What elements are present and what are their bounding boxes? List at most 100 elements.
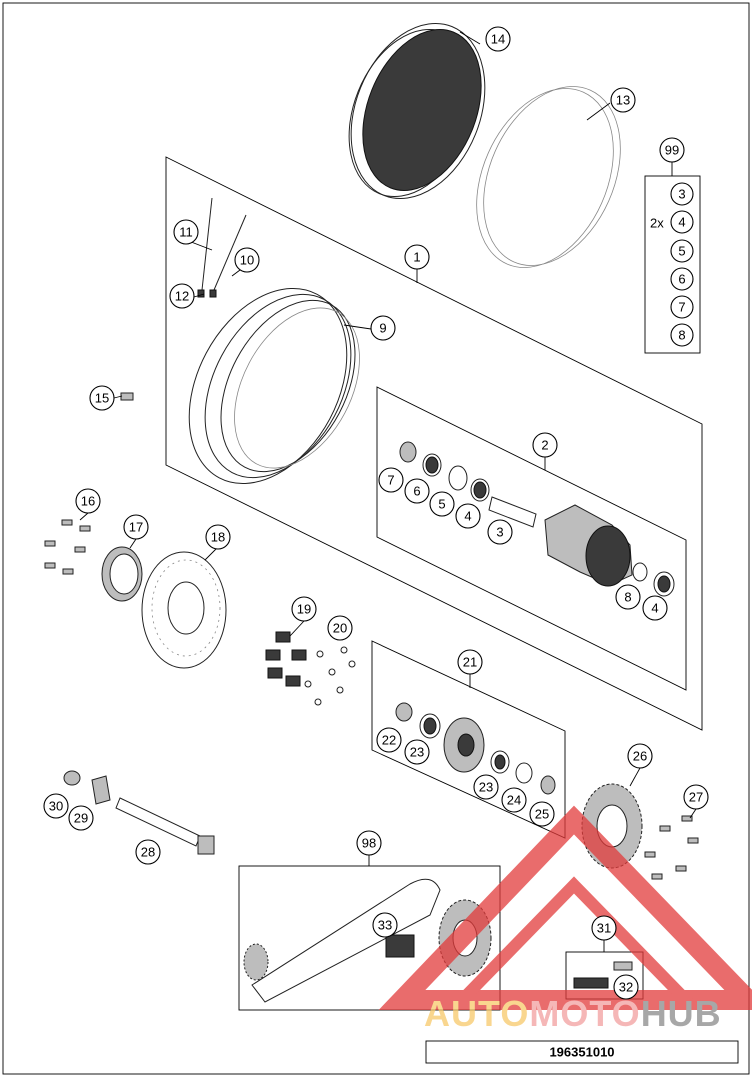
svg-text:7: 7: [387, 473, 394, 488]
svg-text:27: 27: [689, 790, 703, 805]
document-number: 196351010: [549, 1045, 614, 1060]
svg-text:9: 9: [379, 321, 386, 336]
tube-band: [476, 86, 621, 268]
svg-text:24: 24: [507, 793, 521, 808]
svg-text:33: 33: [378, 918, 392, 933]
callout-2: 2: [532, 432, 558, 458]
svg-text:5: 5: [678, 244, 685, 259]
callout-28: 28: [135, 839, 161, 865]
callout-23: 23: [404, 739, 430, 765]
valve-part: [120, 392, 134, 401]
svg-text:6: 6: [413, 484, 420, 499]
svg-text:22: 22: [382, 733, 396, 748]
svg-text:98: 98: [362, 836, 376, 851]
callout-11: 11: [173, 219, 199, 245]
svg-text:2: 2: [541, 438, 548, 453]
callout-4-hub: 4: [642, 595, 668, 621]
svg-text:30: 30: [49, 799, 63, 814]
svg-text:23: 23: [410, 745, 424, 760]
svg-text:17: 17: [129, 520, 143, 535]
svg-text:99: 99: [665, 143, 679, 158]
brake-disc: [141, 551, 227, 669]
disc-bolts: [44, 519, 91, 575]
kit99-item-3: 5: [670, 239, 694, 263]
watermark-logo: AUTOMOTOHUB: [378, 805, 752, 1034]
svg-text:18: 18: [211, 530, 225, 545]
svg-text:25: 25: [535, 807, 549, 822]
watermark-text-auto: AUTO: [424, 993, 529, 1034]
callout-18: 18: [205, 524, 231, 550]
callout-labels: 14 13 99 1 11 10 12 9 15 2 7 6 5 4 3 8 4…: [43, 26, 709, 1000]
svg-text:15: 15: [95, 391, 109, 406]
watermark-text-moto: MOTO: [529, 993, 640, 1034]
svg-text:7: 7: [678, 300, 685, 315]
svg-text:10: 10: [240, 253, 254, 268]
svg-text:4: 4: [651, 601, 658, 616]
svg-text:11: 11: [179, 225, 193, 240]
axle-parts: [63, 770, 215, 855]
callout-30: 30: [43, 793, 69, 819]
callout-5: 5: [429, 491, 455, 517]
sprocket-bolts: [644, 815, 699, 880]
callout-1: 1: [404, 244, 430, 270]
hub-nuts: [304, 646, 356, 706]
callout-23-right: 23: [473, 774, 499, 800]
svg-text:26: 26: [633, 749, 647, 764]
svg-text:5: 5: [438, 497, 445, 512]
group-frame-2: [376, 386, 687, 691]
svg-text:12: 12: [175, 289, 189, 304]
document-number-box: [425, 1040, 739, 1064]
callout-12: 12: [169, 283, 195, 309]
callout-15: 15: [89, 385, 115, 411]
kit99-item-6: 8: [670, 323, 694, 347]
callout-27: 27: [683, 784, 709, 810]
callout-25: 25: [529, 801, 555, 827]
svg-text:29: 29: [74, 811, 88, 826]
hub-assembly: [399, 441, 675, 597]
callout-33: 33: [372, 912, 398, 938]
callout-6: 6: [404, 478, 430, 504]
spokes-and-nipples: [197, 197, 247, 298]
svg-text:28: 28: [141, 845, 155, 860]
callout-3: 3: [487, 519, 513, 545]
svg-text:19: 19: [297, 602, 311, 617]
svg-text:31: 31: [597, 921, 611, 936]
tire-ring: [348, 22, 486, 200]
svg-text:20: 20: [333, 621, 347, 636]
callout-98: 98: [356, 830, 382, 856]
callout-9: 9: [370, 315, 396, 341]
kit99-contents: 2x 3 4 5 6 7 8: [650, 182, 694, 347]
svg-text:8: 8: [678, 328, 685, 343]
kit99-item-1: 3: [670, 182, 694, 206]
damper-rubbers: [265, 631, 307, 687]
group-frame-98: [238, 865, 501, 1011]
kit99-multiplier: 2x: [650, 216, 664, 231]
svg-text:16: 16: [81, 494, 95, 509]
rim: [188, 287, 360, 485]
callout-24: 24: [501, 787, 527, 813]
svg-text:21: 21: [463, 655, 477, 670]
abs-sensor-ring: [101, 546, 143, 602]
kit99-item-5: 7: [670, 295, 694, 319]
svg-text:23: 23: [479, 780, 493, 795]
callout-14: 14: [485, 26, 511, 52]
callout-4: 4: [455, 503, 481, 529]
svg-text:6: 6: [678, 272, 685, 287]
callout-29: 29: [68, 805, 94, 831]
callout-21: 21: [457, 649, 483, 675]
callout-10: 10: [234, 247, 260, 273]
svg-text:1: 1: [413, 250, 420, 265]
svg-text:3: 3: [496, 525, 503, 540]
watermark-text-hub: HUB: [641, 993, 722, 1034]
callout-26: 26: [627, 743, 653, 769]
callout-31: 31: [591, 915, 617, 941]
callout-99: 99: [659, 137, 685, 163]
callout-7: 7: [378, 467, 404, 493]
svg-text:3: 3: [678, 187, 685, 202]
svg-text:AUTOMOTOHUB: AUTOMOTOHUB: [424, 993, 722, 1034]
svg-text:13: 13: [616, 93, 630, 108]
group-frame-99: [644, 175, 701, 354]
callout-13: 13: [610, 87, 636, 113]
